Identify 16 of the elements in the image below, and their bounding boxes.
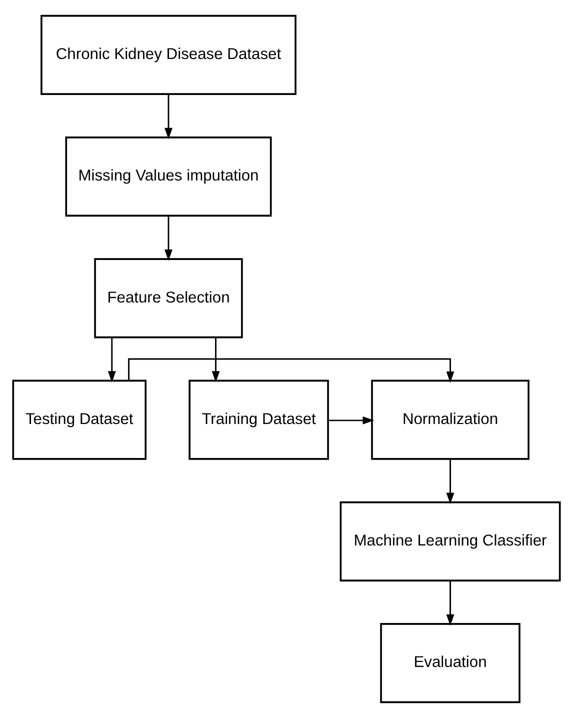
arrow <box>164 94 172 139</box>
node-box: Chronic Kidney Disease Dataset <box>40 14 296 94</box>
node-box: Testing Dataset <box>12 379 147 460</box>
node-box: Missing Values imputation <box>65 136 272 216</box>
arrow <box>446 458 454 504</box>
arrow <box>212 336 220 382</box>
node-box: Normalization <box>371 379 530 460</box>
node-box: Feature Selection <box>94 258 243 338</box>
node-box: Training Dataset <box>188 379 329 460</box>
arrow <box>328 416 374 424</box>
arrow <box>164 215 172 260</box>
node-box: Evaluation <box>380 622 520 703</box>
arrow <box>108 336 116 382</box>
arrow <box>128 358 454 382</box>
arrow <box>446 580 454 626</box>
node-box: Machine Learning Classifier <box>340 500 561 581</box>
